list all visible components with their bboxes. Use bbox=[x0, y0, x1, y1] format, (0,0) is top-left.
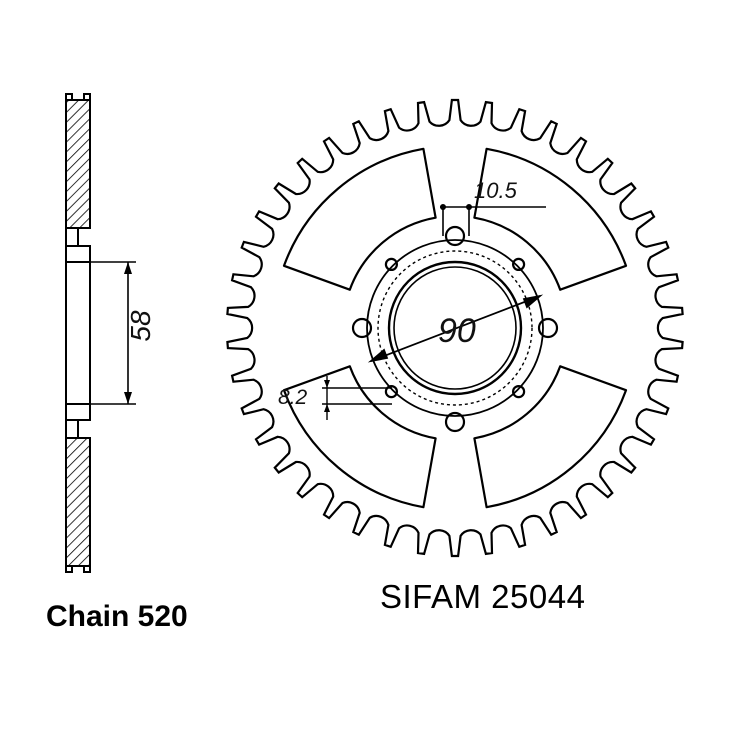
dim-90-arrow-right bbox=[522, 294, 544, 309]
dim-90 bbox=[367, 294, 544, 363]
center-bore-inner bbox=[393, 266, 517, 390]
lightening-window bbox=[282, 147, 437, 291]
dim-10-5-tick-right bbox=[466, 204, 472, 210]
side-bottom-cap bbox=[65, 566, 91, 573]
bolt-pitch-circle bbox=[377, 250, 533, 406]
lightening-window bbox=[473, 147, 628, 291]
dim-8-2-label: 8.2 bbox=[278, 386, 308, 409]
bolt-hole bbox=[444, 411, 466, 433]
bolt-hole-small bbox=[511, 257, 526, 271]
bolt-holes bbox=[351, 225, 559, 433]
side-upper-step bbox=[65, 227, 79, 247]
dim-10-5 bbox=[440, 204, 546, 236]
dim-58-arrow-top bbox=[124, 262, 132, 274]
center-bore-outer bbox=[387, 260, 523, 396]
side-upper-section bbox=[65, 99, 91, 229]
lightening-window bbox=[282, 365, 437, 509]
dim-58-arrow-bottom bbox=[124, 392, 132, 404]
dim-10-5-tick-left bbox=[440, 204, 446, 210]
side-lower-step bbox=[65, 419, 79, 439]
side-lower-section bbox=[65, 437, 91, 567]
chain-size-label: Chain 520 bbox=[46, 600, 188, 633]
side-profile-view bbox=[65, 93, 136, 573]
side-top-cap bbox=[65, 93, 91, 100]
dim-8-2-arrow-bottom bbox=[324, 404, 330, 412]
dim-90-label: 90 bbox=[438, 312, 476, 350]
bolt-hole bbox=[537, 317, 559, 339]
bolt-hole-small bbox=[384, 257, 398, 271]
dim-58-label: 58 bbox=[125, 310, 156, 342]
part-number-label: SIFAM 25044 bbox=[380, 578, 586, 615]
bolt-hole bbox=[444, 225, 466, 247]
dim-90-arrow-left bbox=[367, 348, 389, 363]
dim-8-2 bbox=[322, 376, 392, 420]
side-hub bbox=[65, 245, 91, 421]
lightening-window bbox=[473, 365, 628, 509]
bolt-hole bbox=[351, 317, 373, 339]
bolt-hole-small bbox=[384, 385, 398, 399]
dim-8-2-arrow-top bbox=[324, 380, 330, 388]
lightening-windows bbox=[282, 147, 628, 509]
bolt-hole-small bbox=[511, 385, 526, 399]
dim-10-5-label: 10.5 bbox=[474, 178, 518, 203]
dim-90-line bbox=[370, 295, 541, 362]
hub-outer-ring bbox=[366, 239, 544, 417]
